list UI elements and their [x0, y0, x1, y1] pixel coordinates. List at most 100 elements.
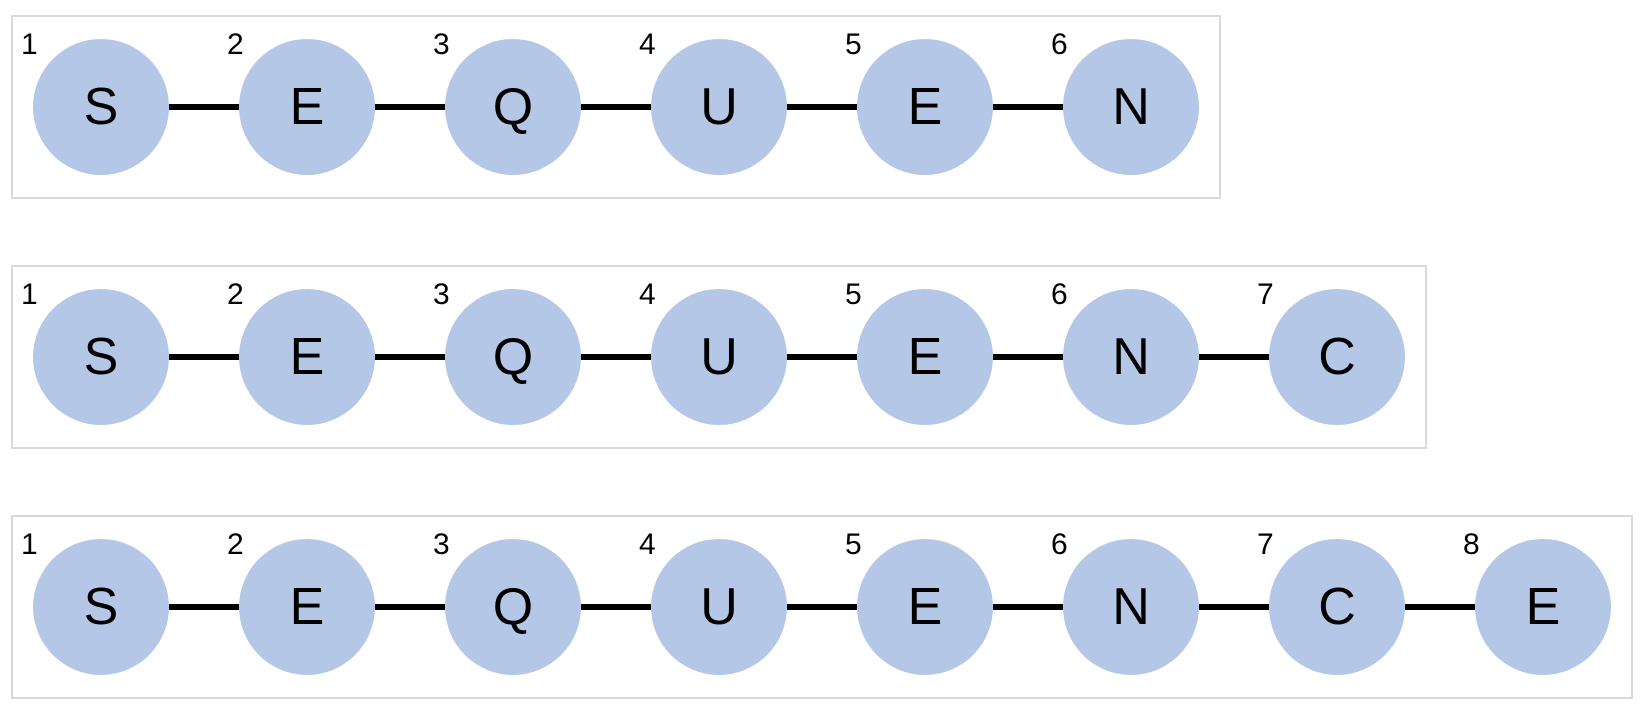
edge-connector — [581, 354, 651, 360]
node-circle[interactable]: E — [857, 289, 993, 425]
edge-connector — [169, 104, 239, 110]
edge-connector — [1405, 604, 1475, 610]
node-circle[interactable]: C — [1269, 289, 1405, 425]
node-circle[interactable]: S — [33, 539, 169, 675]
edge-connector — [375, 604, 445, 610]
node-number-label: 6 — [1051, 278, 1068, 311]
edge-connector — [375, 354, 445, 360]
node-number-label: 7 — [1257, 278, 1274, 311]
node-circle[interactable]: E — [857, 539, 993, 675]
node-number-label: 8 — [1463, 528, 1480, 561]
edge-connector — [787, 104, 857, 110]
node-number-label: 5 — [845, 278, 862, 311]
edge-connector — [375, 104, 445, 110]
node-letter: E — [289, 328, 325, 386]
node-number-label: 5 — [845, 28, 862, 61]
node-letter: E — [907, 78, 943, 136]
edge-connector — [169, 354, 239, 360]
node-circle[interactable]: E — [239, 539, 375, 675]
node-circle[interactable]: E — [857, 39, 993, 175]
node-number-label: 7 — [1257, 528, 1274, 561]
node-circle[interactable]: U — [651, 39, 787, 175]
node-circle[interactable]: Q — [445, 289, 581, 425]
node-circle[interactable]: N — [1063, 289, 1199, 425]
node-circle[interactable]: S — [33, 39, 169, 175]
node-circle[interactable]: N — [1063, 39, 1199, 175]
node-number-label: 6 — [1051, 528, 1068, 561]
node-number-label: 3 — [433, 528, 450, 561]
node-number-label: 2 — [227, 278, 244, 311]
node-circle[interactable]: E — [239, 289, 375, 425]
node-letter: N — [1112, 78, 1150, 136]
edge-connector — [993, 604, 1063, 610]
node-letter: N — [1112, 578, 1150, 636]
node-number-label: 4 — [639, 28, 656, 61]
node-number-label: 5 — [845, 528, 862, 561]
node-circle[interactable]: Q — [445, 539, 581, 675]
node-letter: U — [700, 578, 738, 636]
node-circle[interactable]: C — [1269, 539, 1405, 675]
edge-connector — [993, 104, 1063, 110]
node-number-label: 3 — [433, 28, 450, 61]
node-circle[interactable]: Q — [445, 39, 581, 175]
node-number-label: 1 — [21, 278, 38, 311]
node-number-label: 2 — [227, 528, 244, 561]
node-letter: Q — [492, 78, 534, 136]
node-circle[interactable]: S — [33, 289, 169, 425]
node-letter: C — [1318, 328, 1356, 386]
node-letter: E — [289, 578, 325, 636]
edge-connector — [581, 604, 651, 610]
node-circle[interactable]: U — [651, 289, 787, 425]
node-letter: U — [700, 328, 738, 386]
node-number-label: 4 — [639, 278, 656, 311]
node-letter: E — [1525, 578, 1561, 636]
edge-connector — [1199, 604, 1269, 610]
node-circle[interactable]: E — [239, 39, 375, 175]
edge-connector — [787, 604, 857, 610]
node-number-label: 2 — [227, 28, 244, 61]
node-number-label: 6 — [1051, 28, 1068, 61]
node-letter: E — [289, 78, 325, 136]
node-letter: E — [907, 578, 943, 636]
node-letter: E — [907, 328, 943, 386]
node-letter: N — [1112, 328, 1150, 386]
node-circle[interactable]: U — [651, 539, 787, 675]
node-circle[interactable]: N — [1063, 539, 1199, 675]
node-letter: C — [1318, 578, 1356, 636]
node-letter: S — [83, 328, 119, 386]
node-number-label: 1 — [21, 528, 38, 561]
edge-connector — [581, 104, 651, 110]
edge-connector — [993, 354, 1063, 360]
node-circle[interactable]: E — [1475, 539, 1611, 675]
node-letter: Q — [492, 328, 534, 386]
node-letter: U — [700, 78, 738, 136]
edge-connector — [1199, 354, 1269, 360]
edge-connector — [787, 354, 857, 360]
node-letter: S — [83, 78, 119, 136]
node-number-label: 4 — [639, 528, 656, 561]
